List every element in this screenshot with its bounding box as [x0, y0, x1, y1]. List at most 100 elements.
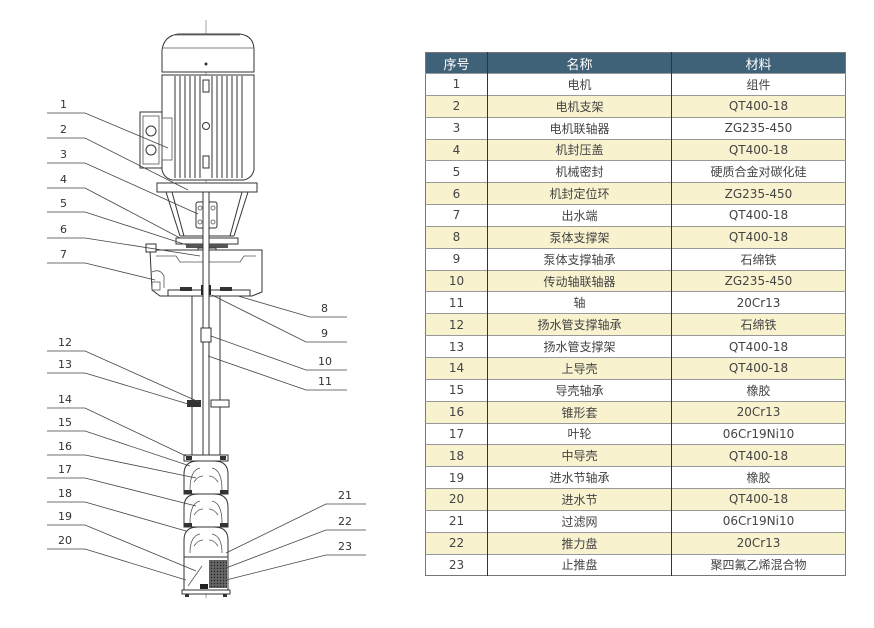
- cell-name: 叶轮: [487, 422, 672, 445]
- cell-name: 轴: [487, 291, 672, 314]
- cell-no: 1: [425, 73, 488, 96]
- motor: [139, 33, 255, 181]
- cell-material: QT400-18: [671, 356, 846, 380]
- table-header-row: 序号 名称 材料: [425, 52, 846, 74]
- header-name: 名称: [487, 52, 672, 74]
- leader-lines-right: [207, 294, 366, 581]
- terminal-box: [139, 111, 163, 169]
- cell-material: QT400-18: [671, 488, 846, 511]
- cell-no: 23: [425, 553, 488, 576]
- callout-23: 23: [338, 540, 352, 553]
- cell-no: 8: [425, 225, 488, 249]
- strainer-mesh: [209, 560, 227, 588]
- cell-name: 锥形套: [487, 400, 672, 423]
- callout-5: 5: [60, 197, 67, 210]
- cell-material: 石绵铁: [671, 247, 846, 271]
- cell-name: 止推盘: [487, 553, 672, 576]
- suction-bell: [181, 556, 231, 597]
- cell-material: 06Cr19Ni10: [671, 422, 846, 445]
- cell-name: 机封定位环: [487, 182, 672, 205]
- cell-no: 13: [425, 335, 488, 358]
- cell-material: 20Cr13: [671, 531, 846, 555]
- callout-labels: 1 2 3 4 5 6 7 8 9 10 11 12 13 14 15 16 1…: [58, 98, 352, 553]
- cell-no: 14: [425, 356, 488, 380]
- callout-16: 16: [58, 440, 72, 453]
- cell-no: 6: [425, 182, 488, 205]
- cell-name: 上导壳: [487, 356, 672, 380]
- cell-name: 中导壳: [487, 444, 672, 467]
- cell-no: 16: [425, 400, 488, 423]
- cell-material: QT400-18: [671, 335, 846, 358]
- callout-3: 3: [60, 148, 67, 161]
- cell-material: QT400-18: [671, 444, 846, 467]
- callout-6: 6: [60, 223, 67, 236]
- cell-name: 出水端: [487, 204, 672, 227]
- cell-material: ZG235-450: [671, 116, 846, 140]
- cell-material: QT400-18: [671, 94, 846, 118]
- header-material: 材料: [671, 52, 846, 74]
- cell-material: 20Cr13: [671, 291, 846, 314]
- callout-19: 19: [58, 510, 72, 523]
- column-bearing: [187, 399, 230, 408]
- cell-no: 17: [425, 422, 488, 445]
- cell-material: 06Cr19Ni10: [671, 509, 846, 533]
- cell-material: ZG235-450: [671, 182, 846, 205]
- cell-no: 7: [425, 204, 488, 227]
- callout-15: 15: [58, 416, 72, 429]
- cell-no: 5: [425, 160, 488, 183]
- cell-name: 推力盘: [487, 531, 672, 555]
- cell-name: 扬水管支撑轴承: [487, 313, 672, 336]
- callout-2: 2: [60, 123, 67, 136]
- cell-no: 3: [425, 116, 488, 140]
- callout-13: 13: [58, 358, 72, 371]
- cell-name: 电机联轴器: [487, 116, 672, 140]
- cell-no: 9: [425, 247, 488, 271]
- callout-11: 11: [318, 375, 332, 388]
- cell-no: 22: [425, 531, 488, 555]
- leader-lines-left: [47, 112, 201, 581]
- cell-name: 电机支架: [487, 94, 672, 118]
- callout-12: 12: [58, 336, 72, 349]
- cell-name: 泵体支撑轴承: [487, 247, 672, 271]
- cell-name: 机械密封: [487, 160, 672, 183]
- cell-material: 橡胶: [671, 378, 846, 402]
- cell-no: 20: [425, 488, 488, 511]
- callout-21: 21: [338, 489, 352, 502]
- cell-material: QT400-18: [671, 204, 846, 227]
- cell-no: 21: [425, 509, 488, 533]
- callout-10: 10: [318, 355, 332, 368]
- cell-no: 10: [425, 269, 488, 292]
- cell-no: 18: [425, 444, 488, 467]
- cell-material: 硬质合金对碳化硅: [671, 160, 846, 183]
- cell-material: 组件: [671, 73, 846, 96]
- cell-name: 导壳轴承: [487, 378, 672, 402]
- cell-name: 进水节轴承: [487, 466, 672, 489]
- cell-no: 15: [425, 378, 488, 402]
- cell-material: QT400-18: [671, 225, 846, 249]
- cell-material: QT400-18: [671, 138, 846, 161]
- cell-material: 橡胶: [671, 466, 846, 489]
- pump-structure-diagram: 1 2 3 4 5 6 7 8 9 10 11 12 13 14 15 16 1…: [47, 20, 366, 598]
- callout-18: 18: [58, 487, 72, 500]
- cell-no: 11: [425, 291, 488, 314]
- callout-22: 22: [338, 515, 352, 528]
